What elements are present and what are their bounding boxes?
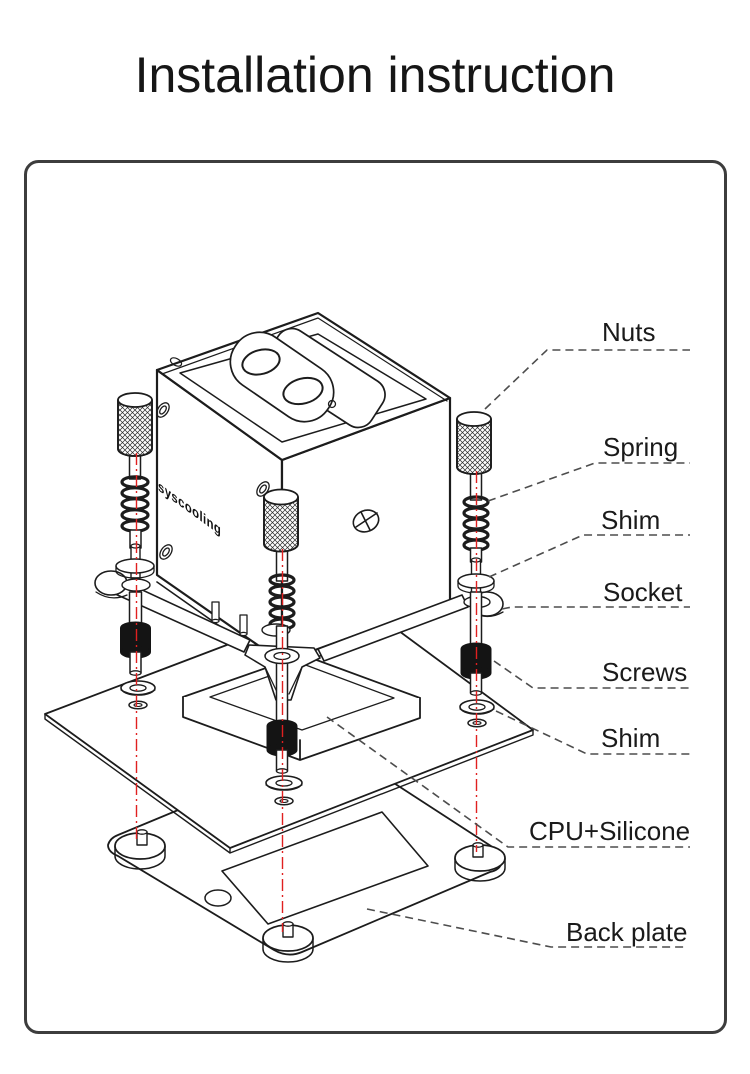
leader-socket bbox=[501, 606, 690, 610]
spring-left bbox=[120, 475, 150, 533]
label-cpu-silicone: CPU+Silicone bbox=[529, 816, 690, 846]
leader-nuts bbox=[484, 349, 690, 410]
back-plate-hole bbox=[204, 889, 232, 907]
label-spring: Spring bbox=[603, 432, 678, 462]
port-right bbox=[282, 376, 324, 406]
label-shim-lower: Shim bbox=[601, 723, 660, 753]
face-bosses bbox=[156, 402, 270, 560]
port-left bbox=[241, 348, 281, 376]
label-screws: Screws bbox=[602, 657, 687, 687]
washer-left bbox=[120, 680, 156, 710]
leader-spring bbox=[487, 462, 690, 502]
badge-icon bbox=[352, 509, 380, 533]
labels: Nuts Spring Shim Socket Screws Shim CPU+… bbox=[529, 317, 690, 947]
label-shim-upper: Shim bbox=[601, 505, 660, 535]
nut-right bbox=[456, 411, 492, 475]
back-plate-boss-right bbox=[454, 842, 506, 882]
screw-left-grommet bbox=[120, 621, 151, 659]
water-block-cube: syscooling bbox=[155, 311, 452, 671]
label-socket: Socket bbox=[603, 577, 683, 607]
nut-center bbox=[263, 488, 299, 553]
label-nuts: Nuts bbox=[602, 317, 655, 347]
label-back-plate: Back plate bbox=[566, 917, 687, 947]
leader-lines bbox=[326, 349, 690, 948]
bracket-pin bbox=[239, 614, 248, 635]
back-plate-opening bbox=[221, 811, 429, 925]
nut-left bbox=[117, 392, 153, 457]
leader-cpu-silicone bbox=[326, 716, 690, 848]
leader-shim-lower bbox=[495, 710, 690, 755]
shim-left bbox=[115, 543, 155, 579]
washer-center bbox=[265, 775, 303, 806]
leader-back-plate bbox=[366, 908, 688, 948]
axis-lines bbox=[135, 453, 478, 932]
cube-top-inset bbox=[179, 333, 427, 443]
leader-shim-upper bbox=[488, 534, 690, 578]
hardware-left bbox=[115, 392, 156, 710]
leader-screws bbox=[493, 660, 690, 689]
bracket-pin bbox=[211, 601, 220, 622]
page-title: Installation instruction bbox=[134, 47, 616, 103]
